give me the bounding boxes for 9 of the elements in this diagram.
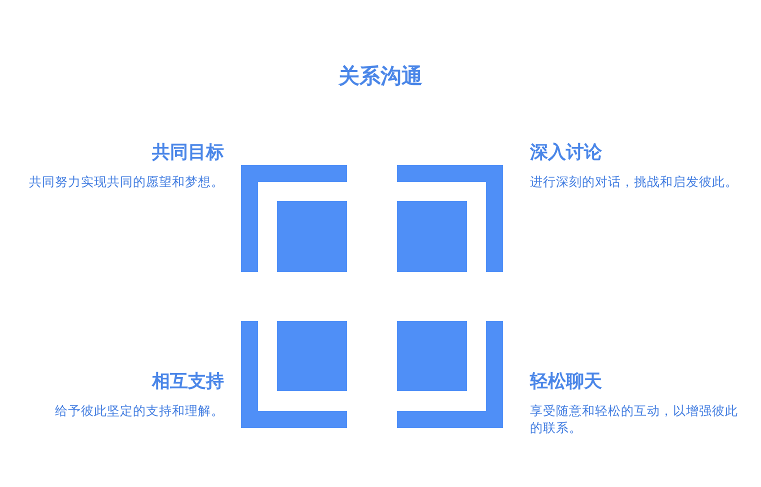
item-heading: 相互支持 [152,370,224,394]
item-description: 共同努力实现共同的愿望和梦想。 [29,173,224,190]
item-heading: 深入讨论 [530,141,602,165]
item-description: 给予彼此坚定的支持和理解。 [55,402,224,419]
item-heading: 共同目标 [152,141,224,165]
diagram-title: 关系沟通 [337,63,424,90]
item-heading: 轻松聊天 [530,370,602,394]
item-description: 进行深刻的对话，挑战和启发彼此。 [530,173,738,190]
item-description: 享受随意和轻松的互动，以增强彼此的联系。 [530,402,739,436]
